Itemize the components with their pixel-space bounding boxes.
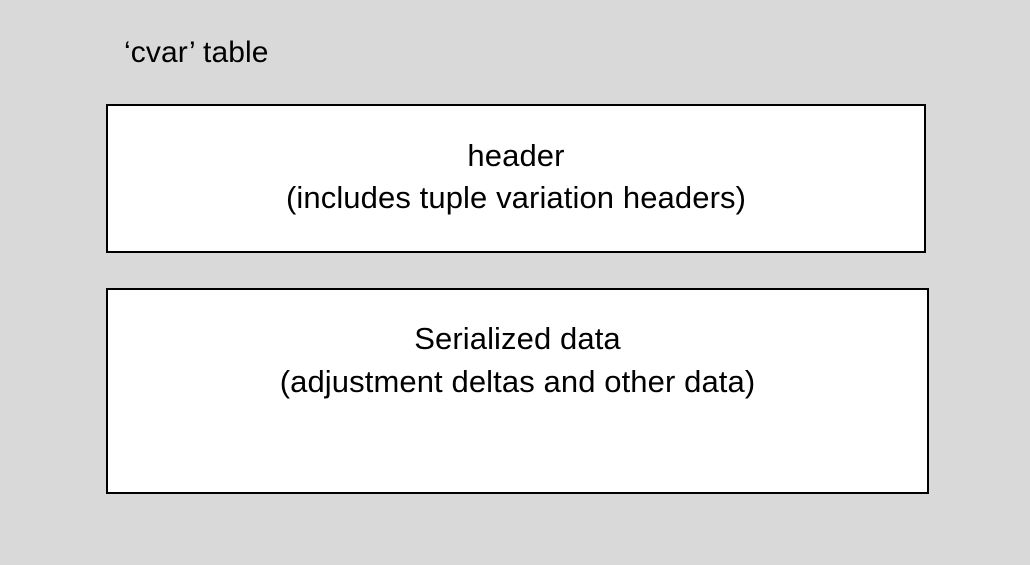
header-block-line-1: header bbox=[467, 137, 565, 173]
serialized-data-block-line-1: Serialized data bbox=[414, 321, 621, 356]
serialized-data-block[interactable]: Serialized data (adjustment deltas and o… bbox=[106, 288, 929, 494]
diagram-title: ‘cvar’ table bbox=[124, 36, 269, 69]
serialized-data-block-line-2: (adjustment deltas and other data) bbox=[279, 364, 756, 399]
header-block-line-2: (includes tuple variation headers) bbox=[285, 179, 747, 215]
header-block[interactable]: header (includes tuple variation headers… bbox=[106, 104, 926, 253]
